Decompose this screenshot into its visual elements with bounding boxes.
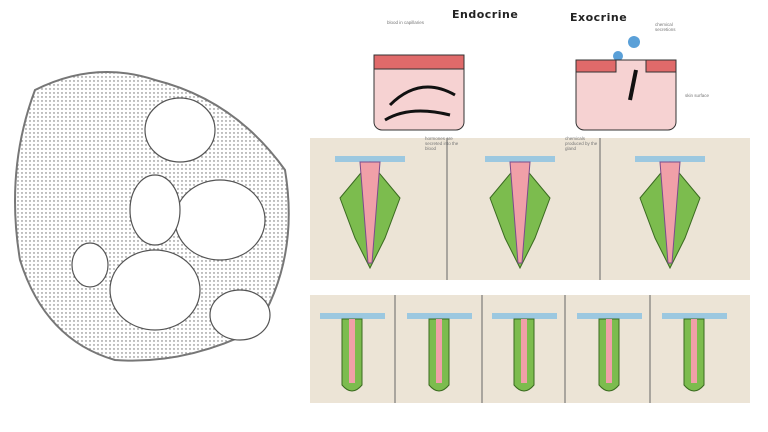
simple-gland-panel xyxy=(310,295,750,403)
hormones-label: hormones are secreted into the blood xyxy=(425,136,459,151)
skin-surface-label: skin surface xyxy=(685,93,710,98)
chemical-secretions-label: chemical secretions xyxy=(655,22,676,32)
endocrine-title: Endocrine xyxy=(452,8,519,21)
blood-capillaries-label: blood in capillaries xyxy=(387,20,425,25)
exocrine-title: Exocrine xyxy=(570,11,628,24)
endocrine-gland-diagram xyxy=(373,54,465,131)
branched-gland-panel xyxy=(310,138,750,280)
chemicals-produced-label: chemicals produced by the gland xyxy=(565,136,598,151)
exocrine-gland-diagram xyxy=(575,36,677,131)
gland-histology-drawing xyxy=(14,71,290,362)
